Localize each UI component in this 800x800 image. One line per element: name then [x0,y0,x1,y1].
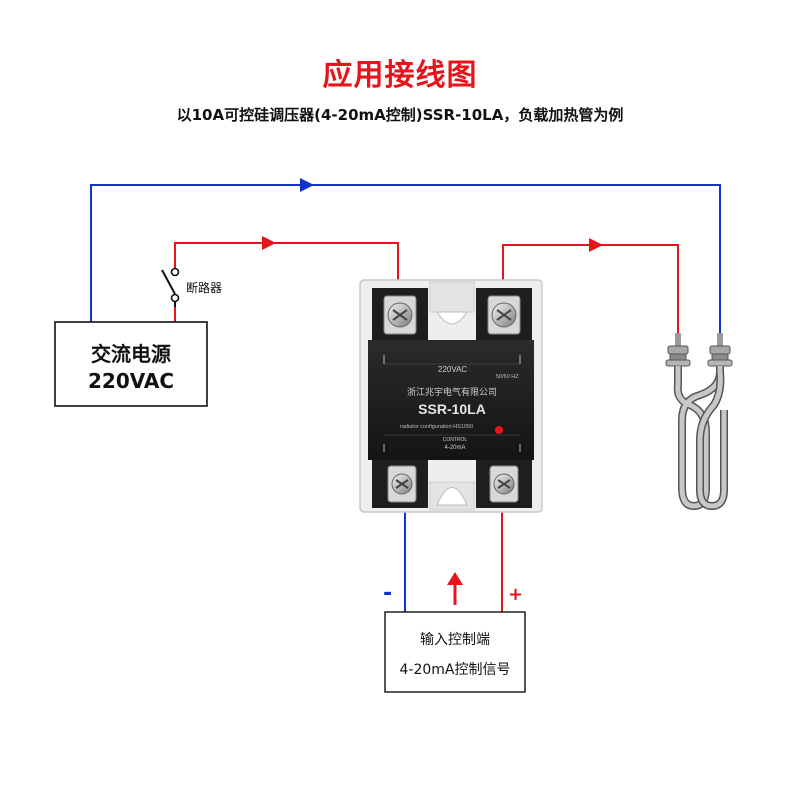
circuit-breaker-icon [161,267,180,307]
screw-terminal-2 [487,295,521,335]
ssr-manufacturer: 浙江兆宇电气有限公司 [407,386,497,398]
diagram-title: 应用接线图 [322,58,478,93]
ssr-radiator-note: radiator configuration:HS1050 [400,424,473,430]
heating-element-icon [665,333,733,511]
solid-state-relay [359,279,543,513]
negative-polarity-label: - [383,581,392,606]
control-input-box: 输入控制端 4-20mA控制信号 [384,611,526,693]
positive-polarity-label: + [508,584,523,605]
red-arrow-right-1 [262,236,276,250]
power-source-label: 交流电源 [91,342,171,366]
ssr-indicator-led [495,426,503,434]
screw-terminal-1 [383,295,417,335]
power-source-box: 交流电源 220VAC [54,321,208,407]
power-source-voltage: 220VAC [88,369,174,393]
screw-terminal-3 [387,465,417,503]
ssr-model: SSR-10LA [418,401,486,417]
signal-up-arrow [447,572,463,605]
blue-arrow-right [300,178,314,192]
ssr-control-range: 4-20mA [444,445,465,451]
breaker-label: 断路器 [186,280,222,295]
screw-terminal-4 [489,465,519,503]
red-arrow-right-2 [589,238,603,252]
ssr-frequency: 50/60 HZ [496,374,519,380]
ssr-control-label: CONTROL [443,437,468,443]
control-input-signal: 4-20mA控制信号 [400,662,511,678]
diagram-subtitle: 以10A可控硅调压器(4-20mA控制)SSR-10LA，负载加热管为例 [176,106,624,124]
control-input-title: 输入控制端 [420,632,490,648]
ssr-voltage: 220VAC [438,365,467,374]
